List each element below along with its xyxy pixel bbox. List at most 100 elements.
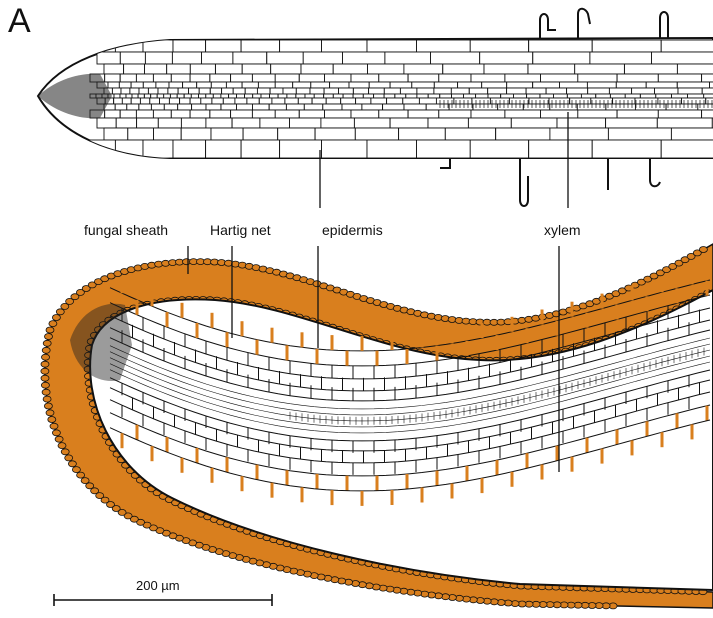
root-cell bbox=[192, 104, 206, 110]
root-cell bbox=[126, 94, 132, 98]
fungal-cell bbox=[52, 430, 60, 436]
root-cell bbox=[278, 128, 315, 140]
root-cell bbox=[339, 88, 354, 94]
root-cell bbox=[484, 64, 528, 74]
fungal-cell bbox=[41, 375, 49, 381]
fungal-cell bbox=[72, 467, 80, 473]
root-cell bbox=[115, 40, 143, 52]
panel-letter: A bbox=[8, 2, 31, 41]
root-cell bbox=[132, 94, 138, 98]
root-cell bbox=[108, 82, 119, 88]
root-cell bbox=[609, 88, 631, 94]
root-cell bbox=[150, 98, 160, 104]
root-cell bbox=[587, 82, 616, 88]
root-cell bbox=[253, 94, 261, 98]
root-cell bbox=[625, 64, 678, 74]
root-cell bbox=[657, 118, 712, 128]
root-cell bbox=[153, 74, 171, 82]
label-xylem: xylem bbox=[544, 222, 581, 238]
root-cell bbox=[270, 88, 283, 94]
root-cell bbox=[656, 94, 672, 98]
root-cell bbox=[237, 104, 253, 110]
fungal-cell bbox=[52, 315, 60, 321]
root-cell bbox=[261, 94, 270, 98]
root-cell bbox=[173, 40, 206, 52]
root-cell bbox=[439, 74, 471, 82]
root-cell bbox=[417, 140, 471, 158]
root-cell bbox=[367, 40, 417, 52]
top-root-cells bbox=[90, 40, 713, 158]
root-cell bbox=[144, 94, 150, 98]
root-cell bbox=[181, 118, 206, 128]
root-cell bbox=[232, 118, 260, 128]
root-cell bbox=[464, 94, 476, 98]
root-cell bbox=[349, 82, 369, 88]
root-cell bbox=[296, 94, 305, 98]
root-cell bbox=[578, 74, 617, 82]
root-cell bbox=[210, 74, 231, 82]
root-cell bbox=[242, 82, 258, 88]
root-cell bbox=[596, 94, 611, 98]
root-cell bbox=[426, 104, 449, 110]
root-cell bbox=[201, 98, 212, 104]
root-cell bbox=[434, 82, 457, 88]
root-cell bbox=[298, 98, 312, 104]
root-cell bbox=[470, 140, 528, 158]
root-hair bbox=[520, 158, 528, 206]
root-cell bbox=[190, 110, 210, 118]
root-cell bbox=[417, 40, 471, 52]
root-cell bbox=[231, 74, 253, 82]
root-cell bbox=[567, 88, 588, 94]
root-cell bbox=[90, 40, 115, 52]
root-cell bbox=[177, 94, 184, 98]
root-cell bbox=[121, 88, 130, 94]
root-cell bbox=[387, 98, 403, 104]
root-cell bbox=[211, 82, 226, 88]
root-cell bbox=[171, 74, 190, 82]
root-cell bbox=[202, 52, 233, 64]
root-cell bbox=[678, 88, 702, 94]
root-cell bbox=[324, 94, 334, 98]
root-cell bbox=[575, 64, 625, 74]
root-cell bbox=[104, 128, 128, 140]
root-cell bbox=[505, 110, 541, 118]
root-cell bbox=[287, 94, 296, 98]
fungal-cell bbox=[42, 389, 50, 395]
root-cell bbox=[541, 74, 578, 82]
root-cell bbox=[269, 104, 286, 110]
root-cell bbox=[658, 74, 701, 82]
root-cell bbox=[445, 128, 495, 140]
root-cell bbox=[139, 104, 152, 110]
fungal-cell bbox=[41, 368, 49, 374]
root-cell bbox=[178, 104, 192, 110]
root-cell bbox=[120, 94, 126, 98]
root-cell bbox=[635, 98, 658, 104]
root-cell bbox=[243, 128, 278, 140]
root-cell bbox=[206, 104, 221, 110]
root-cell bbox=[592, 40, 661, 52]
root-cell bbox=[231, 110, 253, 118]
root-cell bbox=[127, 104, 139, 110]
root-cell bbox=[137, 118, 159, 128]
root-cell bbox=[488, 94, 501, 98]
root-cell bbox=[383, 104, 404, 110]
root-cell bbox=[181, 128, 211, 140]
root-cell bbox=[431, 52, 480, 64]
root-cell bbox=[368, 64, 405, 74]
root-cell bbox=[379, 110, 408, 118]
root-cell bbox=[541, 110, 578, 118]
root-cell bbox=[671, 128, 713, 140]
root-cell bbox=[315, 128, 355, 140]
root-cell bbox=[143, 140, 173, 158]
root-cell bbox=[211, 128, 243, 140]
root-cell bbox=[702, 88, 713, 94]
root-cell bbox=[138, 94, 144, 98]
scale-bar-label: 200 µm bbox=[136, 578, 180, 593]
root-cell bbox=[114, 98, 123, 104]
root-cell bbox=[428, 118, 468, 128]
root-cell bbox=[325, 74, 352, 82]
root-cell bbox=[124, 64, 145, 74]
root-cell bbox=[677, 82, 709, 88]
fungal-cell bbox=[42, 354, 50, 360]
root-cell bbox=[617, 110, 658, 118]
